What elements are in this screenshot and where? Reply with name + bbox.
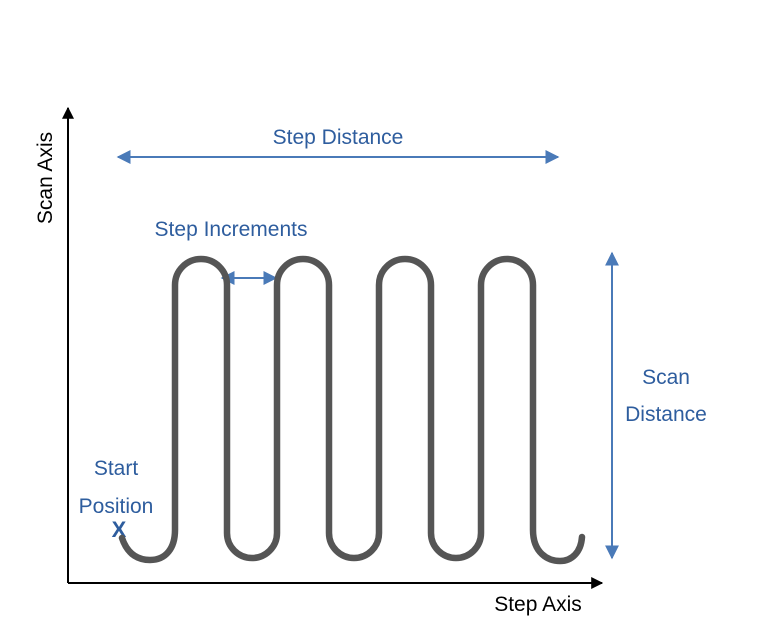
step-axis-label: Step Axis xyxy=(494,593,582,616)
scan-distance-label-line2: Distance xyxy=(625,403,707,426)
step-distance-label: Step Distance xyxy=(273,126,404,149)
start-position-label-line2: Position xyxy=(79,495,154,518)
scan-axis-label: Scan Axis xyxy=(34,132,57,224)
scan-distance-label-line1: Scan xyxy=(642,366,690,389)
serpentine-scan-path xyxy=(118,255,586,565)
step-increments-label: Step Increments xyxy=(155,218,308,241)
start-position-label-line1: Start xyxy=(94,457,139,480)
